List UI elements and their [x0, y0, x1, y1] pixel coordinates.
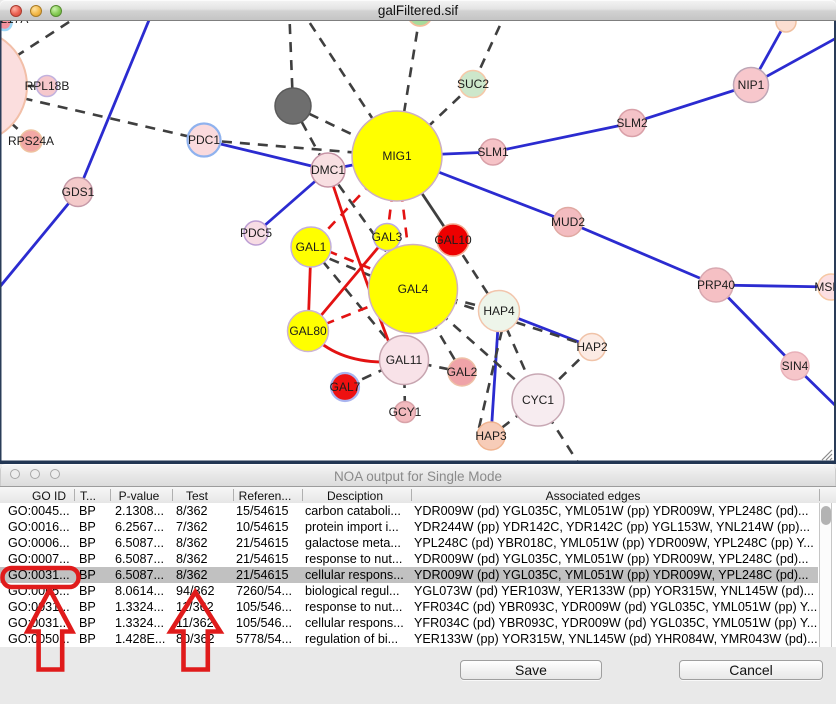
svg-text:DMC1: DMC1 [311, 163, 345, 177]
svg-text:GAL7: GAL7 [330, 380, 361, 394]
svg-text:HAP2: HAP2 [576, 340, 608, 354]
svg-text:GAL1: GAL1 [296, 240, 327, 254]
svg-text:PRP40: PRP40 [697, 278, 735, 292]
svg-text:GCY1: GCY1 [389, 405, 422, 419]
svg-text:HAP4: HAP4 [483, 304, 515, 318]
svg-text:GAL10: GAL10 [434, 233, 472, 247]
svg-text:CYC1: CYC1 [522, 393, 554, 407]
svg-text:NIP1: NIP1 [738, 78, 765, 92]
svg-text:GDS1: GDS1 [62, 185, 95, 199]
svg-text:MUD2: MUD2 [551, 215, 585, 229]
svg-text:SLM2: SLM2 [616, 116, 648, 130]
svg-text:MIG1: MIG1 [382, 149, 412, 163]
svg-text:GAL4: GAL4 [398, 282, 429, 296]
svg-text:GAL3: GAL3 [372, 230, 403, 244]
svg-text:RPS24A: RPS24A [8, 134, 54, 148]
svg-text:SLM1: SLM1 [477, 145, 509, 159]
svg-text:GAL80: GAL80 [289, 324, 327, 338]
svg-text:PDC1: PDC1 [188, 133, 220, 147]
svg-text:RPL18B: RPL18B [25, 79, 70, 93]
svg-text:SIN4: SIN4 [782, 359, 809, 373]
svg-text:HAP3: HAP3 [475, 429, 507, 443]
svg-text:GAL11: GAL11 [386, 353, 423, 367]
svg-text:RPL17A: RPL17A [0, 12, 28, 26]
svg-text:MSN1: MSN1 [814, 280, 836, 294]
svg-text:GAL2: GAL2 [447, 365, 478, 379]
svg-text:SUC2: SUC2 [457, 77, 489, 91]
svg-text:PDC5: PDC5 [240, 226, 272, 240]
